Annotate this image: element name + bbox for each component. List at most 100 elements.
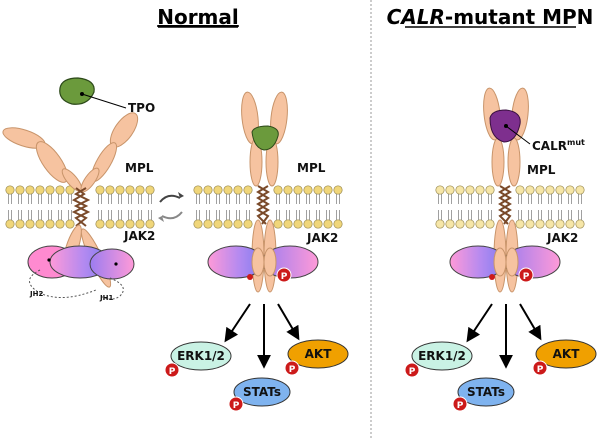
arrow-erk-2 (466, 303, 493, 343)
erk-label-2: ERK1/2 (418, 349, 466, 363)
lipid-head (535, 185, 545, 195)
lipid-head (515, 219, 525, 229)
lipid-head (203, 219, 213, 229)
calr-label: CALRmut (532, 138, 585, 153)
lipid-head (455, 219, 465, 229)
jh-bracket-left (29, 269, 97, 298)
lipid-head (233, 185, 243, 195)
calr-pointer (505, 125, 531, 145)
title-normal: Normal (157, 5, 239, 29)
lipid-head (525, 185, 535, 195)
lipid-head (25, 219, 35, 229)
title-mutant-italic: CALR (387, 5, 445, 29)
lipid-head (323, 219, 333, 229)
lipid-head (115, 185, 125, 195)
lipid-head (575, 219, 585, 229)
akt-label-1: AKT (305, 347, 333, 361)
mpl-label-2: MPL (297, 161, 326, 175)
calr-label-sup: mut (567, 138, 585, 147)
jak2-label-3: JAK2 (546, 231, 578, 245)
phospho-label: P (457, 401, 464, 411)
lipid-head (475, 185, 485, 195)
lipid-head (435, 185, 445, 195)
phospho-label: P (537, 365, 544, 375)
phospho-label: P (233, 401, 240, 411)
erk-node-1: ERK1/2 (170, 341, 232, 371)
lipid-head (313, 219, 323, 229)
lipid-head (25, 185, 35, 195)
lipid-head (465, 185, 475, 195)
lipid-head (435, 219, 445, 229)
akt-label-2: AKT (553, 347, 581, 361)
phospho-label: P (169, 367, 176, 377)
lipid-head (565, 219, 575, 229)
lipid-head (525, 219, 535, 229)
jh1-label: JH1 (99, 294, 113, 302)
lipid-head (135, 219, 145, 229)
phospho-label: P (289, 365, 296, 375)
lipid-head (95, 185, 105, 195)
lipid-head (243, 219, 253, 229)
lipid-head (575, 185, 585, 195)
phospho-jak2-2: P (489, 267, 534, 283)
lipid-head (125, 185, 135, 195)
phospho-erk-1: P (164, 362, 180, 378)
membrane-middle (193, 185, 343, 229)
lipid-head (535, 219, 545, 229)
lipid-head (5, 219, 15, 229)
lipid-head (65, 219, 75, 229)
lipid-head (313, 185, 323, 195)
lipid-head (145, 219, 155, 229)
jak2-mutant (449, 245, 561, 279)
lipid-head (15, 219, 25, 229)
jak2-active (207, 245, 319, 279)
lipid-head (323, 185, 333, 195)
lipid-head (115, 219, 125, 229)
lipid-head (545, 219, 555, 229)
jh2-label: JH2 (29, 290, 43, 298)
phospho-label: P (281, 272, 288, 282)
lipid-head (445, 219, 455, 229)
lipid-head (273, 185, 283, 195)
stats-node-2: STATs (457, 377, 515, 407)
stats-label-2: STATs (467, 385, 505, 399)
lipid-head (303, 219, 313, 229)
lipid-head (35, 185, 45, 195)
lipid-head (45, 219, 55, 229)
lipid-head (293, 219, 303, 229)
arrow-akt-1 (277, 303, 300, 341)
erk-label-1: ERK1/2 (177, 349, 225, 363)
lipid-head (515, 185, 525, 195)
arrow-akt-2 (519, 303, 542, 341)
lipid-head (445, 185, 455, 195)
calr-dot (504, 124, 508, 128)
calr-label-main: CALR (532, 139, 567, 153)
lipid-head (5, 185, 15, 195)
lipid-head (125, 219, 135, 229)
lipid-head (105, 219, 115, 229)
lipid-head (465, 219, 475, 229)
phospho-stats-1: P (228, 396, 244, 412)
lipid-head (243, 185, 253, 195)
equilibrium-arrows-icon (158, 192, 184, 222)
arrow-erk-1 (224, 303, 251, 343)
phospho-label: P (523, 272, 530, 282)
phospho-akt-1: P (284, 360, 300, 376)
lipid-head (283, 219, 293, 229)
lipid-head (233, 219, 243, 229)
lipid-head (55, 185, 65, 195)
stats-node-1: STATs (233, 377, 291, 407)
stats-label-1: STATs (243, 385, 281, 399)
lipid-head (293, 185, 303, 195)
jak2-label-2: JAK2 (306, 231, 338, 245)
tpo-pointer (81, 93, 127, 109)
lipid-head (485, 219, 495, 229)
phospho-label: P (409, 367, 416, 377)
lipid-head (455, 185, 465, 195)
lipid-head (45, 185, 55, 195)
lipid-head (15, 185, 25, 195)
lipid-head (545, 185, 555, 195)
akt-node-1: AKT (287, 339, 349, 369)
mpl-label-3: MPL (527, 163, 556, 177)
